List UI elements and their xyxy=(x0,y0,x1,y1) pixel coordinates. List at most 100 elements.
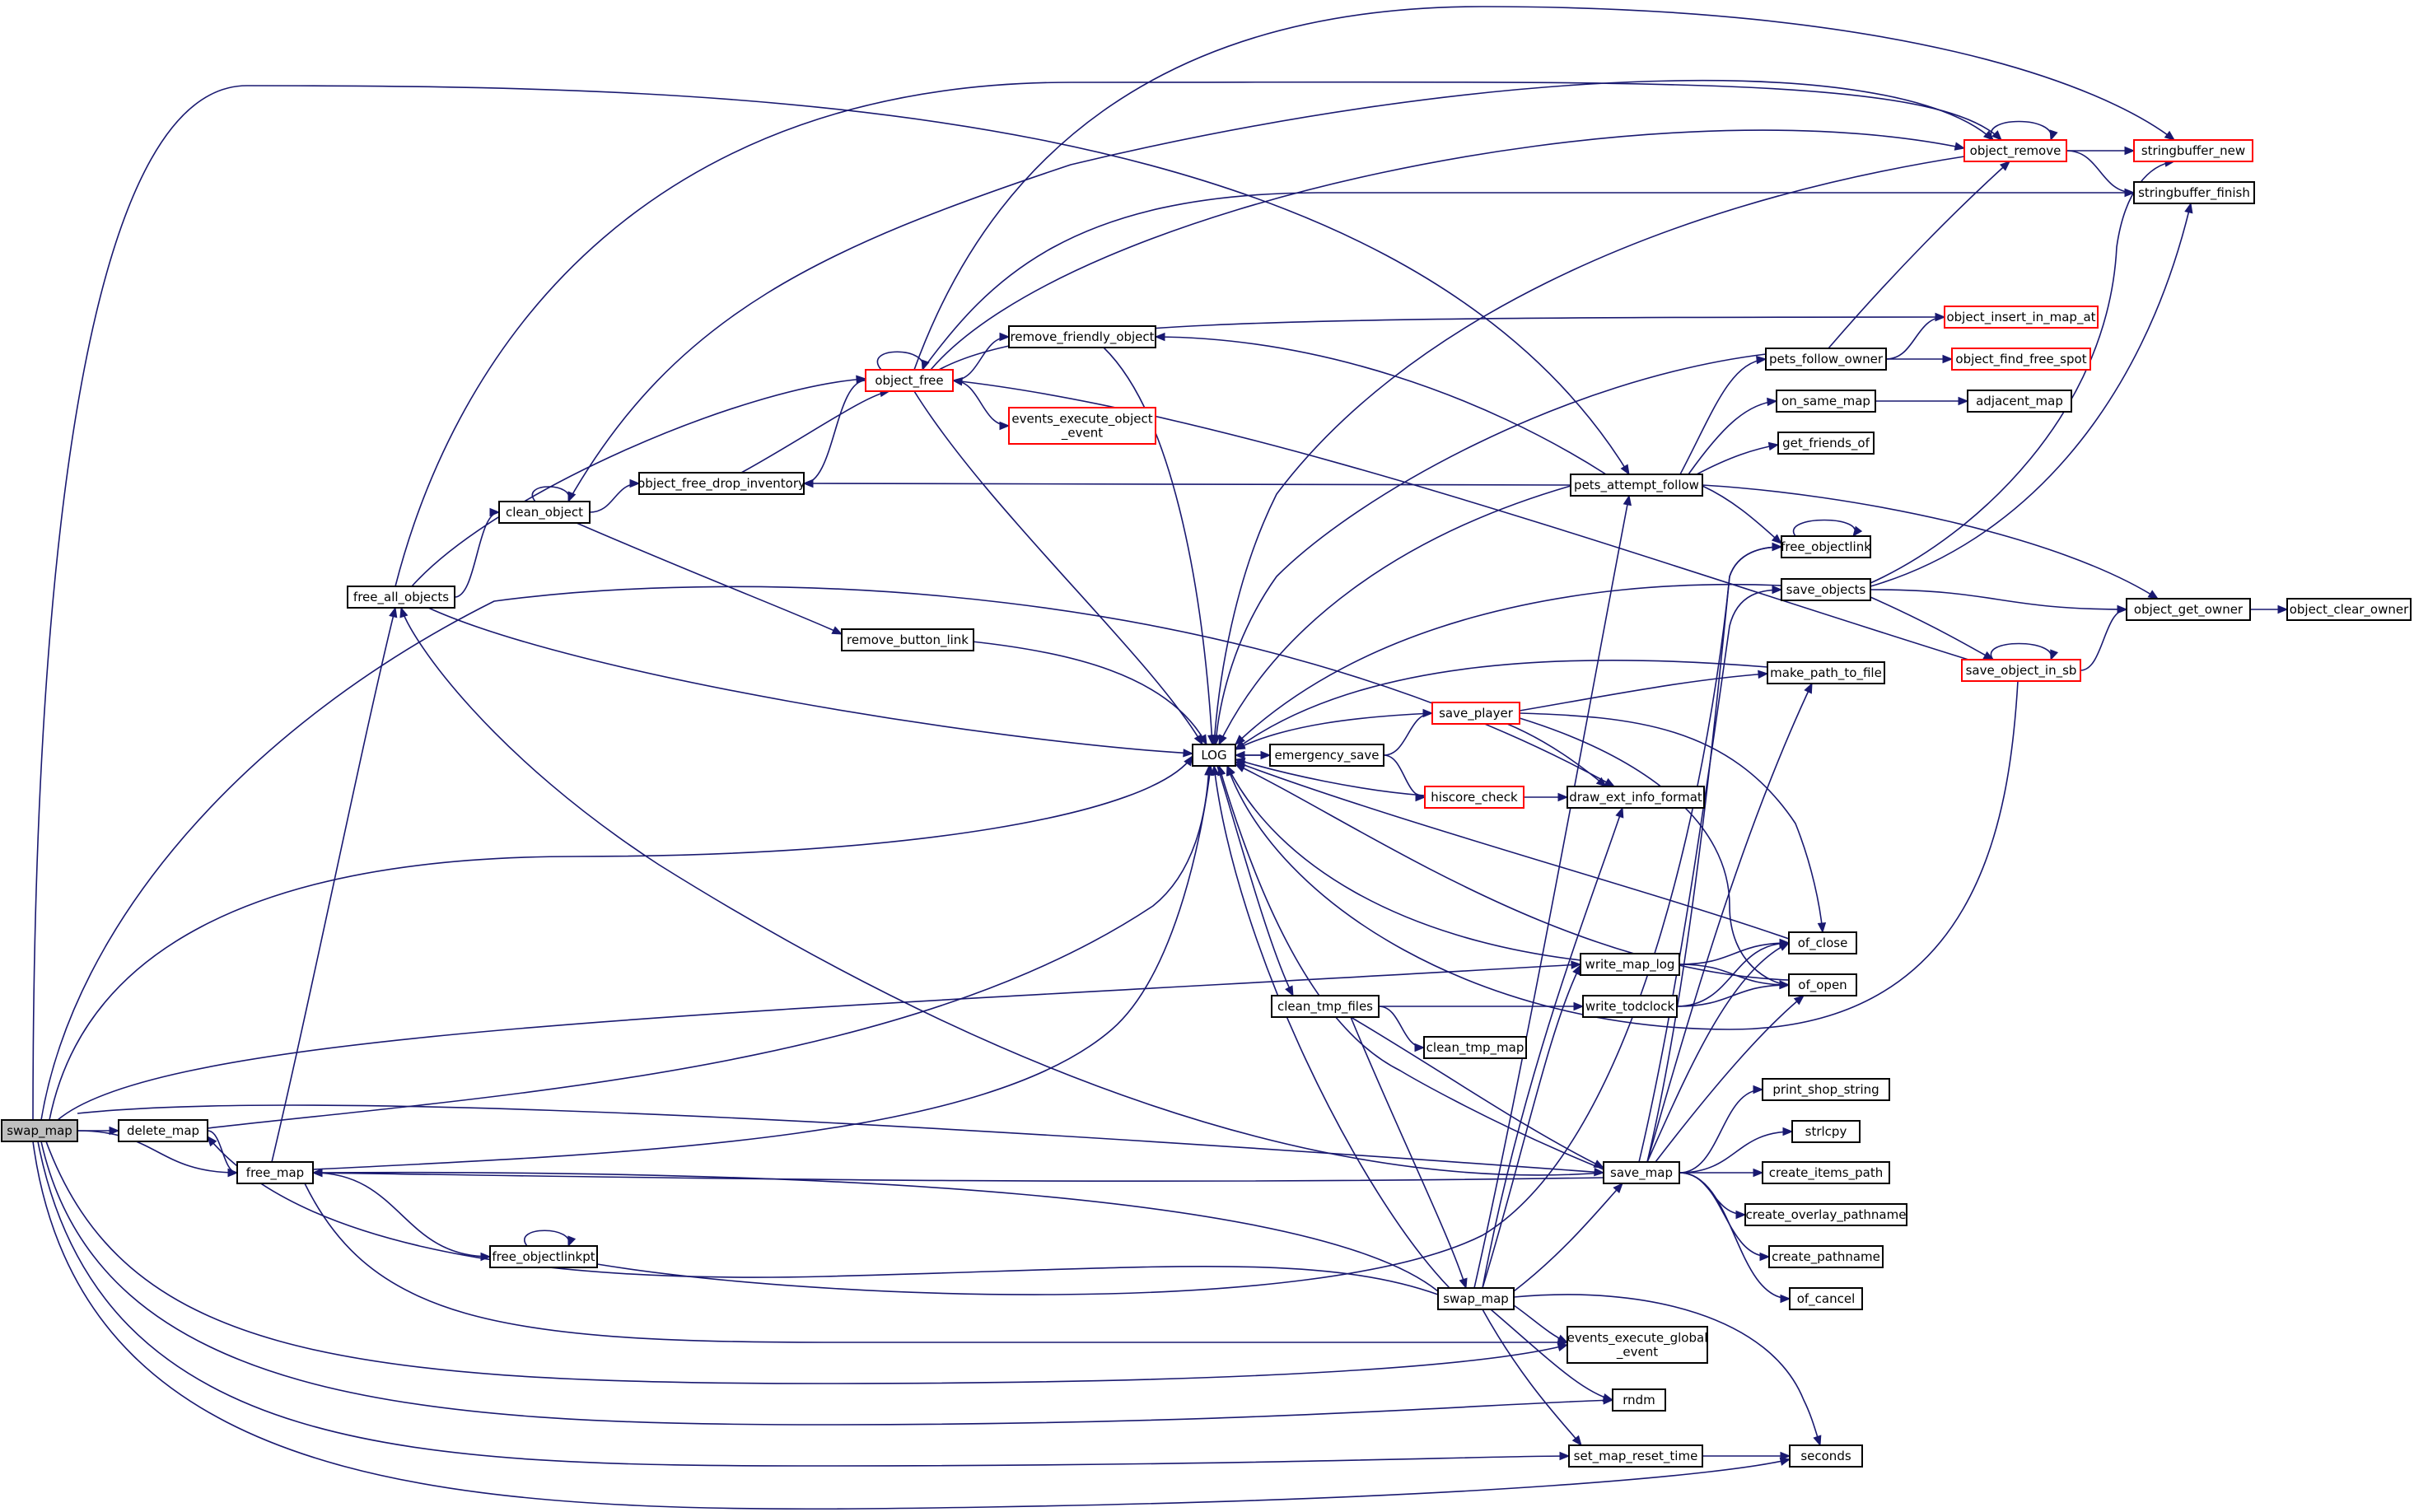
node-box[interactable] xyxy=(1582,995,1678,1018)
node-box[interactable] xyxy=(1192,744,1236,767)
node-box[interactable] xyxy=(1777,432,1875,455)
node-box[interactable] xyxy=(1423,1036,1527,1059)
node-box[interactable] xyxy=(1951,348,2091,371)
node-object-find-free-spot[interactable]: object_find_free_spot xyxy=(1951,348,2091,371)
node-swap-map[interactable]: swap_map xyxy=(1437,1287,1515,1310)
node-create-items-path[interactable]: create_items_path xyxy=(1762,1161,1890,1184)
node-of-open[interactable]: of_open xyxy=(1788,973,1857,996)
node-LOG[interactable]: LOG xyxy=(1192,744,1236,767)
node-of-cancel[interactable]: of_cancel xyxy=(1789,1287,1863,1310)
node-box[interactable] xyxy=(1944,306,2099,329)
node-box[interactable] xyxy=(2286,598,2412,621)
node-free-objectlinkpt[interactable]: free_objectlinkpt xyxy=(489,1245,598,1268)
node-box[interactable] xyxy=(1603,1161,1680,1184)
node-box[interactable] xyxy=(1781,578,1871,601)
node-box[interactable] xyxy=(1,1119,78,1142)
node-object-free[interactable]: object_free xyxy=(865,369,954,392)
node-object-get-owner[interactable]: object_get_owner xyxy=(2126,598,2251,621)
node-events-execute-global-event[interactable]: events_execute_global_event xyxy=(1567,1326,1708,1364)
node-box[interactable] xyxy=(1767,661,1885,684)
node-box[interactable] xyxy=(1612,1388,1666,1412)
node-box[interactable] xyxy=(1788,973,1857,996)
node-clean-tmp-map[interactable]: clean_tmp_map xyxy=(1423,1036,1527,1059)
node-create-pathname[interactable]: create_pathname xyxy=(1768,1245,1884,1268)
node-hiscore-check[interactable]: hiscore_check xyxy=(1424,786,1525,809)
node-emergency-save[interactable]: emergency_save xyxy=(1269,744,1384,767)
node-box[interactable] xyxy=(347,586,455,609)
node-box[interactable] xyxy=(1437,1287,1515,1310)
node-box[interactable] xyxy=(1567,1326,1708,1364)
node-object-remove[interactable]: object_remove xyxy=(1963,139,2067,162)
node-box[interactable] xyxy=(1768,1245,1884,1268)
node-object-insert-in-map-at[interactable]: object_insert_in_map_at xyxy=(1944,306,2099,329)
node-object-free-drop-inventory[interactable]: object_free_drop_inventory xyxy=(637,472,805,495)
node-free-map[interactable]: free_map xyxy=(236,1161,314,1184)
node-box[interactable] xyxy=(1963,139,2067,162)
node-save-map[interactable]: save_map xyxy=(1603,1161,1680,1184)
node-box[interactable] xyxy=(1568,1444,1703,1468)
node-create-overlay-pathname[interactable]: create_overlay_pathname xyxy=(1744,1203,1907,1226)
node-write-map-log[interactable]: write_map_log xyxy=(1580,953,1680,976)
node-box[interactable] xyxy=(1788,931,1857,954)
node-box[interactable] xyxy=(1961,659,2081,682)
node-box[interactable] xyxy=(1580,953,1680,976)
node-remove-friendly-object[interactable]: remove_friendly_object xyxy=(1008,325,1156,348)
node-box[interactable] xyxy=(1570,474,1703,497)
node-free-objectlink[interactable]: free_objectlink xyxy=(1781,535,1871,558)
node-delete-map[interactable]: delete_map xyxy=(118,1119,208,1142)
node-stringbuffer-finish[interactable]: stringbuffer_finish xyxy=(2133,181,2255,204)
node-of-close[interactable]: of_close xyxy=(1788,931,1857,954)
node-box[interactable] xyxy=(1744,1203,1907,1226)
node-seconds[interactable]: seconds xyxy=(1789,1444,1863,1468)
node-box[interactable] xyxy=(1008,325,1156,348)
node-box[interactable] xyxy=(1789,1444,1863,1468)
node-box[interactable] xyxy=(1008,407,1156,445)
node-box[interactable] xyxy=(2126,598,2251,621)
node-on-same-map[interactable]: on_same_map xyxy=(1776,390,1876,413)
node-box[interactable] xyxy=(1762,1078,1890,1101)
node-pets-attempt-follow[interactable]: pets_attempt_follow xyxy=(1570,474,1703,497)
node-clean-tmp-files[interactable]: clean_tmp_files xyxy=(1271,995,1380,1018)
node-rndm[interactable]: rndm xyxy=(1612,1388,1666,1412)
node-box[interactable] xyxy=(118,1119,208,1142)
node-clean-object[interactable]: clean_object xyxy=(498,501,591,524)
node-box[interactable] xyxy=(236,1161,314,1184)
node-box[interactable] xyxy=(1781,535,1871,558)
node-stringbuffer-new[interactable]: stringbuffer_new xyxy=(2133,139,2253,162)
node-box[interactable] xyxy=(498,501,591,524)
node-box[interactable] xyxy=(1791,1120,1861,1143)
node-box[interactable] xyxy=(1271,995,1380,1018)
node-box[interactable] xyxy=(2133,139,2253,162)
node-box[interactable] xyxy=(1765,348,1887,371)
node-box[interactable] xyxy=(865,369,954,392)
node-object-clear-owner[interactable]: object_clear_owner xyxy=(2286,598,2412,621)
node-save-player[interactable]: save_player xyxy=(1431,702,1520,725)
node-save-objects[interactable]: save_objects xyxy=(1781,578,1871,601)
node-set-map-reset-time[interactable]: set_map_reset_time xyxy=(1568,1444,1703,1468)
node-save-object-in-sb[interactable]: save_object_in_sb xyxy=(1961,659,2081,682)
node-box[interactable] xyxy=(638,472,805,495)
node-box[interactable] xyxy=(2133,181,2255,204)
node-box[interactable] xyxy=(1762,1161,1890,1184)
node-box[interactable] xyxy=(1776,390,1876,413)
node-free-all-objects[interactable]: free_all_objects xyxy=(347,586,455,609)
node-box[interactable] xyxy=(1424,786,1525,809)
node-get-friends-of[interactable]: get_friends_of xyxy=(1777,432,1875,455)
node-box[interactable] xyxy=(1967,390,2072,413)
node-write-todclock[interactable]: write_todclock xyxy=(1582,995,1678,1018)
node-events-execute-object-event[interactable]: events_execute_object_event xyxy=(1008,407,1156,445)
node-box[interactable] xyxy=(489,1245,598,1268)
node-box[interactable] xyxy=(1269,744,1384,767)
node-pets-follow-owner[interactable]: pets_follow_owner xyxy=(1765,348,1887,371)
node-box[interactable] xyxy=(1789,1287,1863,1310)
node-swap-map-root[interactable]: swap_map xyxy=(1,1119,78,1142)
node-remove-button-link[interactable]: remove_button_link xyxy=(841,628,974,651)
node-adjacent-map[interactable]: adjacent_map xyxy=(1967,390,2072,413)
node-box[interactable] xyxy=(1431,702,1520,725)
node-strlcpy[interactable]: strlcpy xyxy=(1791,1120,1861,1143)
node-draw-ext-info-format[interactable]: draw_ext_info_format xyxy=(1567,786,1705,809)
node-box[interactable] xyxy=(1567,786,1705,809)
node-print-shop-string[interactable]: print_shop_string xyxy=(1762,1078,1890,1101)
node-box[interactable] xyxy=(841,628,974,651)
node-make-path-to-file[interactable]: make_path_to_file xyxy=(1767,661,1885,684)
